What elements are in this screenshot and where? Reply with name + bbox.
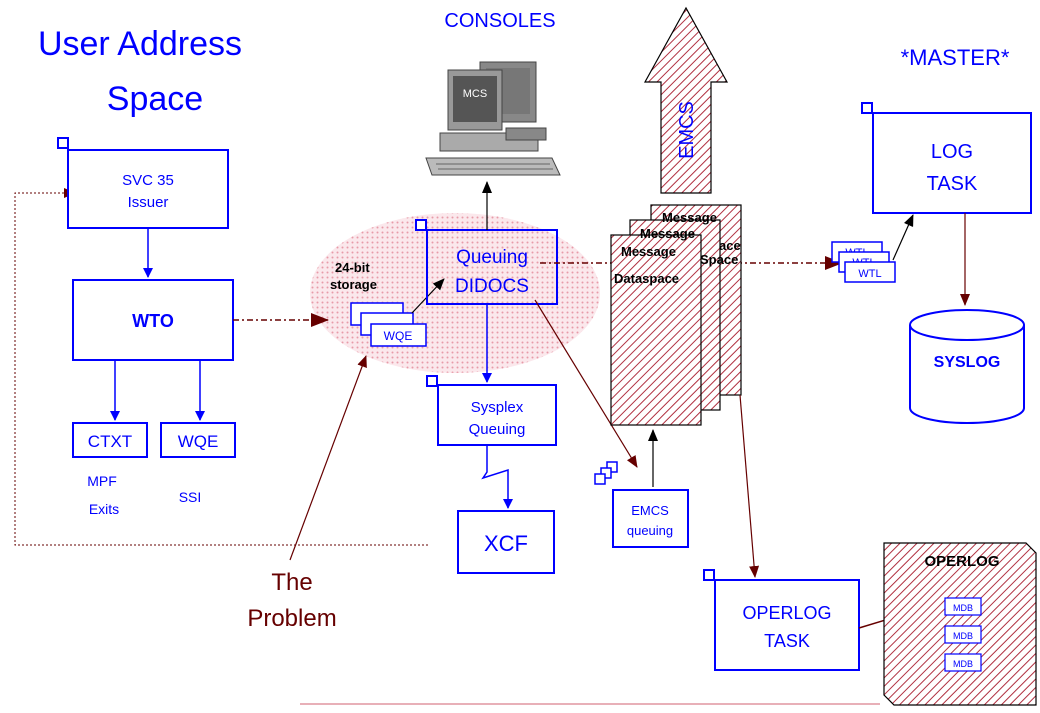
syslog-cylinder <box>909 309 1025 424</box>
wtl-to-log-arrow <box>892 214 914 261</box>
mdb-2 <box>944 625 982 644</box>
wtl-front <box>844 261 896 283</box>
mcs-label: MCS <box>463 88 487 100</box>
sysplex-label-line2: Queuing <box>469 421 526 438</box>
storage-label-line1: 24-bit <box>335 260 370 275</box>
wqe-label: WQE <box>178 432 219 451</box>
emcs-queuing-label-line1: EMCS <box>631 503 669 518</box>
mdb-2-label: MDB <box>953 631 973 641</box>
sysplex-to-xcf-arrow <box>481 445 513 509</box>
queuing-to-emcs-queuing-arrow <box>534 299 638 468</box>
ctxt-label: CTXT <box>88 432 132 451</box>
operlog-box <box>883 542 1037 706</box>
mdb-3 <box>944 653 982 672</box>
log-task-label-line2: TASK <box>927 173 978 195</box>
ssi-label: SSI <box>179 489 202 505</box>
queuing-label-line1: Queuing <box>456 247 528 268</box>
log-task-label-line1: LOG <box>931 141 973 163</box>
dataspace-mid-label-line1: Message <box>640 226 695 241</box>
svc35-label-line2: Issuer <box>128 194 169 211</box>
corner-marker <box>861 102 873 114</box>
feedback-line <box>14 188 428 546</box>
dataspace-back-label: Message <box>662 210 717 225</box>
sysplex-label-line1: Sysplex <box>471 399 524 416</box>
ctxt-box <box>72 422 148 458</box>
sysplex-queuing-box <box>437 384 557 446</box>
mpf-label-line1: MPF <box>87 473 117 489</box>
emcs-queuing-label-line2: queuing <box>627 523 673 538</box>
dataspace-front <box>610 234 702 426</box>
queuing-didocs-box <box>426 229 558 305</box>
consoles-title: CONSOLES <box>444 10 555 32</box>
dataspace-front-label-line2: Dataspace <box>614 271 679 286</box>
storage-wqe-label: WQE <box>384 329 413 343</box>
syslog-label: SYSLOG <box>934 354 1001 371</box>
console-computer-icon <box>425 61 561 176</box>
dataspace-to-operlog-arrow <box>739 394 760 578</box>
user-space-title-line2: Space <box>107 80 203 118</box>
emcs-stack-back <box>606 461 618 473</box>
mpf-label-line2: Exits <box>89 501 119 517</box>
operlog-label: OPERLOG <box>924 553 999 570</box>
xcf-box <box>457 510 555 574</box>
problem-label-line2: Problem <box>247 605 336 632</box>
mdb-3-label: MDB <box>953 659 973 669</box>
storage-wqe-front <box>370 323 427 347</box>
corner-marker <box>703 569 715 581</box>
dataspace-front-label-line1: Message <box>621 244 676 259</box>
svc35-box <box>67 149 229 229</box>
master-title: *MASTER* <box>901 45 1010 70</box>
emcs-stack-front <box>594 473 606 485</box>
queuing-label-line2: DIDOCS <box>455 276 529 297</box>
wtl-front-label: WTL <box>858 268 881 280</box>
user-space-title-line1: User Address <box>38 25 242 63</box>
mdb-1-label: MDB <box>953 603 973 613</box>
corner-marker <box>426 375 438 387</box>
storage-label-line2: storage <box>330 277 377 292</box>
log-task-box <box>872 112 1032 214</box>
operlog-task-label-line2: TASK <box>764 631 810 651</box>
problem-label-line1: The <box>271 569 312 596</box>
emcs-queuing-box <box>612 489 689 548</box>
emcs-stack-mid <box>600 467 612 479</box>
svc35-label-line1: SVC 35 <box>122 172 174 189</box>
operlog-task-box <box>714 579 860 671</box>
dataspace-mid-label-line2: Space <box>700 252 738 267</box>
wqe-box <box>160 422 236 458</box>
corner-marker <box>57 137 69 149</box>
emcs-big-arrow <box>643 6 729 194</box>
problem-pointer-arrow <box>289 355 367 561</box>
operlog-task-label-line1: OPERLOG <box>742 603 831 623</box>
dataspace-partial-1: ace <box>719 238 741 253</box>
corner-marker <box>415 219 427 231</box>
wto-box <box>72 279 234 361</box>
emcs-arrow-label: EMCS <box>676 101 698 159</box>
wto-label: WTO <box>132 311 174 331</box>
xcf-label: XCF <box>484 531 528 556</box>
mdb-1 <box>944 597 982 616</box>
